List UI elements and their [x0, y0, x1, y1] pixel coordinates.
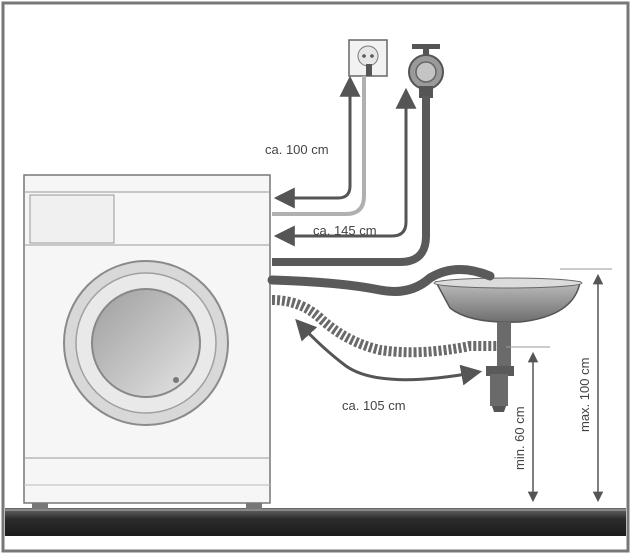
drain-hose-arrow — [295, 318, 483, 386]
drain-hose — [267, 264, 495, 296]
sink — [433, 277, 583, 412]
max-height-label: max. 100 cm — [577, 357, 592, 432]
washing-machine — [23, 174, 271, 509]
water-tap-icon — [408, 44, 444, 98]
door-glass — [91, 288, 201, 398]
inlet-hose-arrow — [273, 87, 417, 247]
inlet-hose-label: ca. 145 cm — [313, 223, 377, 238]
inlet-hose — [272, 96, 430, 266]
power-socket-icon — [348, 39, 388, 77]
min-height-label: min. 60 cm — [512, 406, 527, 470]
floor — [5, 508, 626, 536]
power-cable-label: ca. 100 cm — [265, 142, 329, 157]
detergent-drawer — [29, 194, 115, 244]
drain-hose-label: ca. 105 cm — [342, 398, 406, 413]
